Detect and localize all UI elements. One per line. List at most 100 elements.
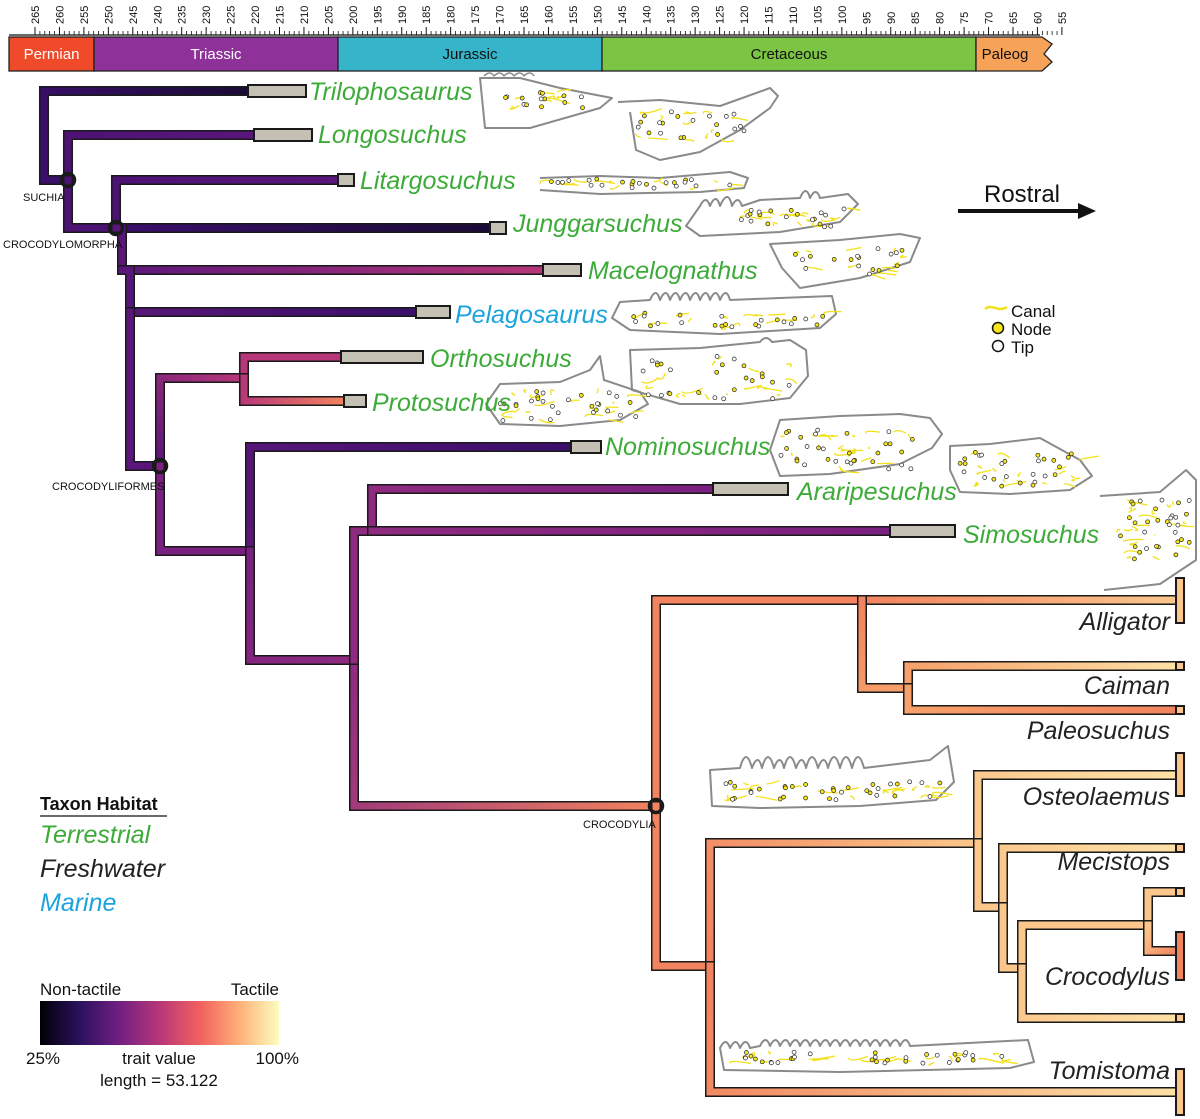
tick-label: 190 (397, 6, 409, 24)
canal-node (524, 102, 529, 108)
canal-tip (731, 356, 737, 362)
canal-node (1068, 451, 1074, 457)
stratigraphic-range-bar (570, 440, 602, 454)
tick-label: 105 (812, 6, 824, 24)
tick-label: 200 (348, 6, 360, 24)
canal-node (770, 379, 775, 385)
canal-node (748, 1053, 754, 1059)
canal-node (875, 450, 881, 456)
canal-tip (500, 418, 506, 423)
tick-label: 205 (323, 6, 335, 24)
canal-node (820, 313, 826, 319)
period-block (337, 36, 603, 72)
canal-tip (690, 118, 696, 123)
canal-tip (743, 1055, 748, 1061)
habitat-terrestrial: Terrestrial (40, 821, 152, 849)
canal-node (631, 314, 637, 319)
canal-node (872, 1050, 878, 1056)
canal-tip (769, 1060, 774, 1066)
scale-caption: trait value (122, 1049, 196, 1068)
tick-label: 185 (421, 6, 433, 24)
branch-mecistops (999, 844, 1184, 911)
canals-litargosuchus (539, 176, 743, 192)
canal-node (667, 391, 673, 397)
canal-node (870, 459, 876, 465)
habitat-legend-title: Taxon Habitat (40, 794, 158, 814)
branch-crocodyloidea-outline (651, 801, 715, 971)
jaw-pelagosaurus (611, 292, 837, 335)
canal-tip (822, 224, 827, 230)
jaw-araripesuchus (949, 437, 1093, 495)
canal-tip (707, 113, 712, 119)
canal-tip (856, 263, 862, 269)
canal-node (1145, 519, 1150, 525)
tick-label: 170 (495, 6, 507, 24)
canal-tip (899, 462, 905, 468)
canal-node (844, 430, 850, 436)
canal-node (909, 436, 915, 442)
canal-node (513, 403, 519, 409)
jaw-tomistoma (719, 1039, 1035, 1073)
canal-node (894, 781, 900, 787)
canal-tip (893, 250, 899, 256)
canal-node (798, 434, 804, 440)
canal-tip (791, 1049, 797, 1055)
tick-label: 215 (275, 6, 287, 24)
canal-node (952, 1051, 958, 1057)
branch-orthosuchus (240, 353, 346, 382)
canal-node (715, 132, 720, 137)
canal-tip (982, 475, 988, 480)
clade-node-crocodyliformes (151, 457, 169, 475)
tick-label: 125 (715, 6, 727, 24)
canals-macelognathus (793, 246, 907, 280)
non-tactile-label: Non-tactile (40, 980, 121, 999)
canal-tip (732, 126, 738, 132)
canal-tip (566, 397, 571, 403)
tick-label: 95 (861, 12, 873, 24)
branch-crocodylidae (706, 839, 982, 970)
neurovascular-canal (1115, 498, 1195, 561)
stratigraphic-range-bar (343, 394, 367, 408)
tick-label: 155 (568, 6, 580, 24)
tick-label: 145 (617, 6, 629, 24)
period-block (975, 36, 1053, 72)
canal-node (825, 457, 831, 462)
canal-node (845, 785, 851, 790)
period-label: Triassic (190, 46, 242, 63)
canal-node (1164, 519, 1170, 524)
taxon-label-macelognathus: Macelognathus (588, 257, 758, 285)
canal-node (539, 104, 544, 110)
stratigraphic-range-bar (247, 84, 307, 98)
canal-node (924, 1052, 929, 1057)
canal-node (783, 785, 788, 791)
canal-node (672, 180, 677, 185)
canal-node (1132, 544, 1138, 549)
canal-node (593, 407, 599, 413)
branch-crocodylus-b (1144, 921, 1184, 955)
canal-node (620, 179, 625, 185)
clade-node-crocodylomorpha (107, 219, 125, 237)
canal-tip (679, 320, 685, 326)
tick-label: 120 (739, 6, 751, 24)
tick-label: 165 (519, 6, 531, 24)
canal-node (1154, 543, 1159, 549)
canal-tip (804, 444, 810, 449)
canal-tip (719, 313, 725, 319)
canal-tip (497, 401, 503, 406)
canal-node (648, 323, 653, 329)
node-key-icon (991, 321, 1005, 335)
branch-alligatoroidea (652, 596, 866, 810)
canal-tip (828, 223, 834, 229)
canals-orthosuchus (640, 354, 798, 402)
taxon-labels: TrilophosaurusLongosuchusLitargosuchusJu… (309, 78, 1172, 1085)
branch-nominosuchus (246, 443, 576, 555)
canal-node (819, 789, 825, 795)
tick-label: 225 (226, 6, 238, 24)
canal-node (1155, 517, 1161, 523)
canal-tip (606, 390, 612, 396)
tick-label: 70 (984, 12, 996, 24)
branch-mesoeucrocodylia (156, 462, 254, 555)
canal-tip (588, 182, 594, 188)
